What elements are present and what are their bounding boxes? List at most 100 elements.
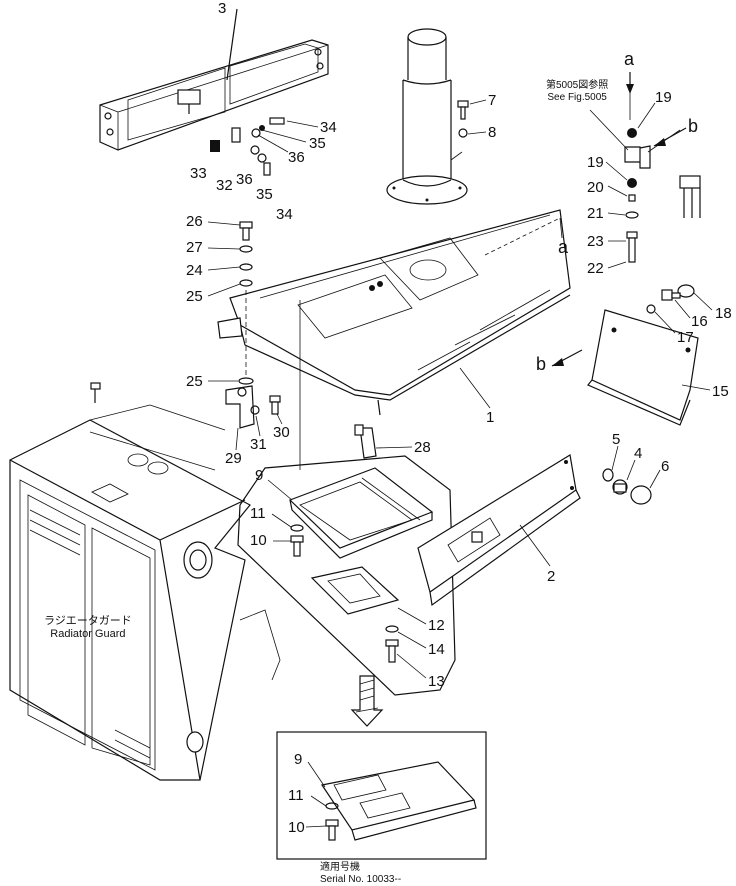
- callout-a-top: a: [624, 49, 635, 69]
- part-label-12: 12: [428, 617, 445, 634]
- part-label-2: 2: [547, 568, 556, 585]
- part-label-28: 28: [414, 439, 431, 456]
- leader-24: [207, 266, 241, 271]
- leader-1: [459, 367, 491, 409]
- leader-29: [235, 427, 239, 451]
- vertical-column: [386, 28, 468, 205]
- arrow-a-top-head: [626, 84, 634, 94]
- part-label-9b: 9: [294, 751, 303, 768]
- part-label-16: 16: [691, 313, 708, 330]
- leader-2: [519, 524, 551, 567]
- part-label-5: 5: [612, 431, 621, 448]
- part-label-11b: 11: [288, 787, 304, 804]
- leader-17: [654, 311, 676, 334]
- fig-reference-note: 第5005図参照 See Fig.5005: [546, 80, 608, 103]
- leader-19a: [637, 102, 656, 129]
- part-label-7: 7: [488, 92, 497, 109]
- leader-8: [467, 131, 487, 135]
- column-bracket-line: [450, 151, 463, 161]
- leader-31: [255, 415, 261, 437]
- fastener-column-19-23: [624, 72, 681, 263]
- leader-27: [207, 247, 241, 250]
- part-label-21: 21: [587, 205, 604, 222]
- main-cover-assembly: [217, 209, 571, 416]
- leader-34a: [286, 120, 319, 128]
- part-label-6: 6: [661, 458, 670, 475]
- leader-4: [626, 459, 636, 481]
- fastener-group-16-18: [646, 284, 695, 314]
- part-label-34b: 34: [276, 206, 293, 223]
- radiator-guard-english: Radiator Guard: [50, 627, 126, 640]
- part-label-25b: 25: [186, 373, 203, 390]
- clip-28: [354, 424, 377, 459]
- part-label-10b: 10: [288, 819, 305, 836]
- leader-15: [681, 384, 711, 391]
- part-label-17: 17: [677, 329, 694, 346]
- part-label-26: 26: [186, 213, 203, 230]
- part-label-36b: 36: [236, 171, 253, 188]
- fasteners-4-6: [602, 468, 652, 505]
- fig-reference-english: See Fig.5005: [547, 91, 607, 103]
- part-label-27: 27: [186, 239, 203, 256]
- radiator-guard-label: ラジエータガード Radiator Guard: [44, 615, 132, 640]
- leader-16: [674, 299, 691, 319]
- serial-note: 適用号機 Serial No. 10033--: [320, 862, 401, 885]
- small-bracket-right: [679, 175, 701, 218]
- callout-b-top: b: [688, 116, 699, 136]
- serial-note-english: Serial No. 10033--: [320, 873, 402, 885]
- serial-inset-box: [276, 731, 487, 860]
- arrow-b-top-head: [654, 138, 666, 146]
- leader-3: [226, 8, 238, 81]
- part-label-13: 13: [428, 673, 445, 690]
- part-label-19b: 19: [587, 154, 604, 171]
- leader-12: [397, 607, 427, 625]
- part-label-11: 11: [250, 505, 266, 522]
- part-label-25a: 25: [186, 288, 203, 305]
- leader-14: [397, 631, 427, 649]
- leader-7: [469, 99, 487, 105]
- part-label-15: 15: [712, 383, 729, 400]
- part-label-36a: 36: [288, 149, 305, 166]
- radiator-guard: [9, 404, 281, 781]
- leader-21: [607, 212, 626, 216]
- part-label-29: 29: [225, 450, 242, 467]
- leader-6: [649, 469, 661, 489]
- plate-12: [310, 566, 400, 615]
- leader-26: [207, 221, 241, 226]
- part-label-22: 22: [587, 260, 604, 277]
- fasteners-13-14: [385, 625, 399, 663]
- leader-28: [375, 446, 413, 449]
- leader-13: [396, 653, 427, 679]
- inset-tray-9: [321, 761, 477, 841]
- part-label-8: 8: [488, 124, 497, 141]
- inset-fasteners-10-11: [325, 802, 339, 841]
- part-label-1: 1: [486, 409, 495, 426]
- leader-25a: [207, 283, 241, 297]
- part-label-14: 14: [428, 641, 445, 658]
- leader-11b: [310, 795, 327, 807]
- leader-35a: [261, 129, 307, 143]
- leader-22: [607, 261, 627, 269]
- part-label-35a: 35: [309, 135, 326, 152]
- bracket-group-29-31: [90, 382, 281, 429]
- part-label-24: 24: [186, 262, 203, 279]
- fastener-group-32-36: [210, 117, 285, 176]
- serial-note-japanese: 適用号機: [320, 862, 360, 873]
- leader-30: [276, 413, 283, 425]
- part-label-3: 3: [218, 0, 227, 17]
- part-label-20: 20: [587, 179, 604, 196]
- side-cover-2: [417, 454, 581, 607]
- part-label-30: 30: [273, 424, 290, 441]
- part-label-34a: 34: [320, 119, 337, 136]
- leader-5: [611, 445, 619, 471]
- part-label-10: 10: [250, 532, 267, 549]
- inset-outline: [237, 455, 456, 696]
- part-label-19a: 19: [655, 89, 672, 106]
- leader-20: [607, 185, 628, 197]
- part-label-9: 9: [255, 467, 264, 484]
- arrow-a-mid: [559, 217, 563, 239]
- part-label-23: 23: [587, 233, 604, 250]
- leader-10b: [305, 825, 327, 828]
- part-label-33: 33: [190, 165, 207, 182]
